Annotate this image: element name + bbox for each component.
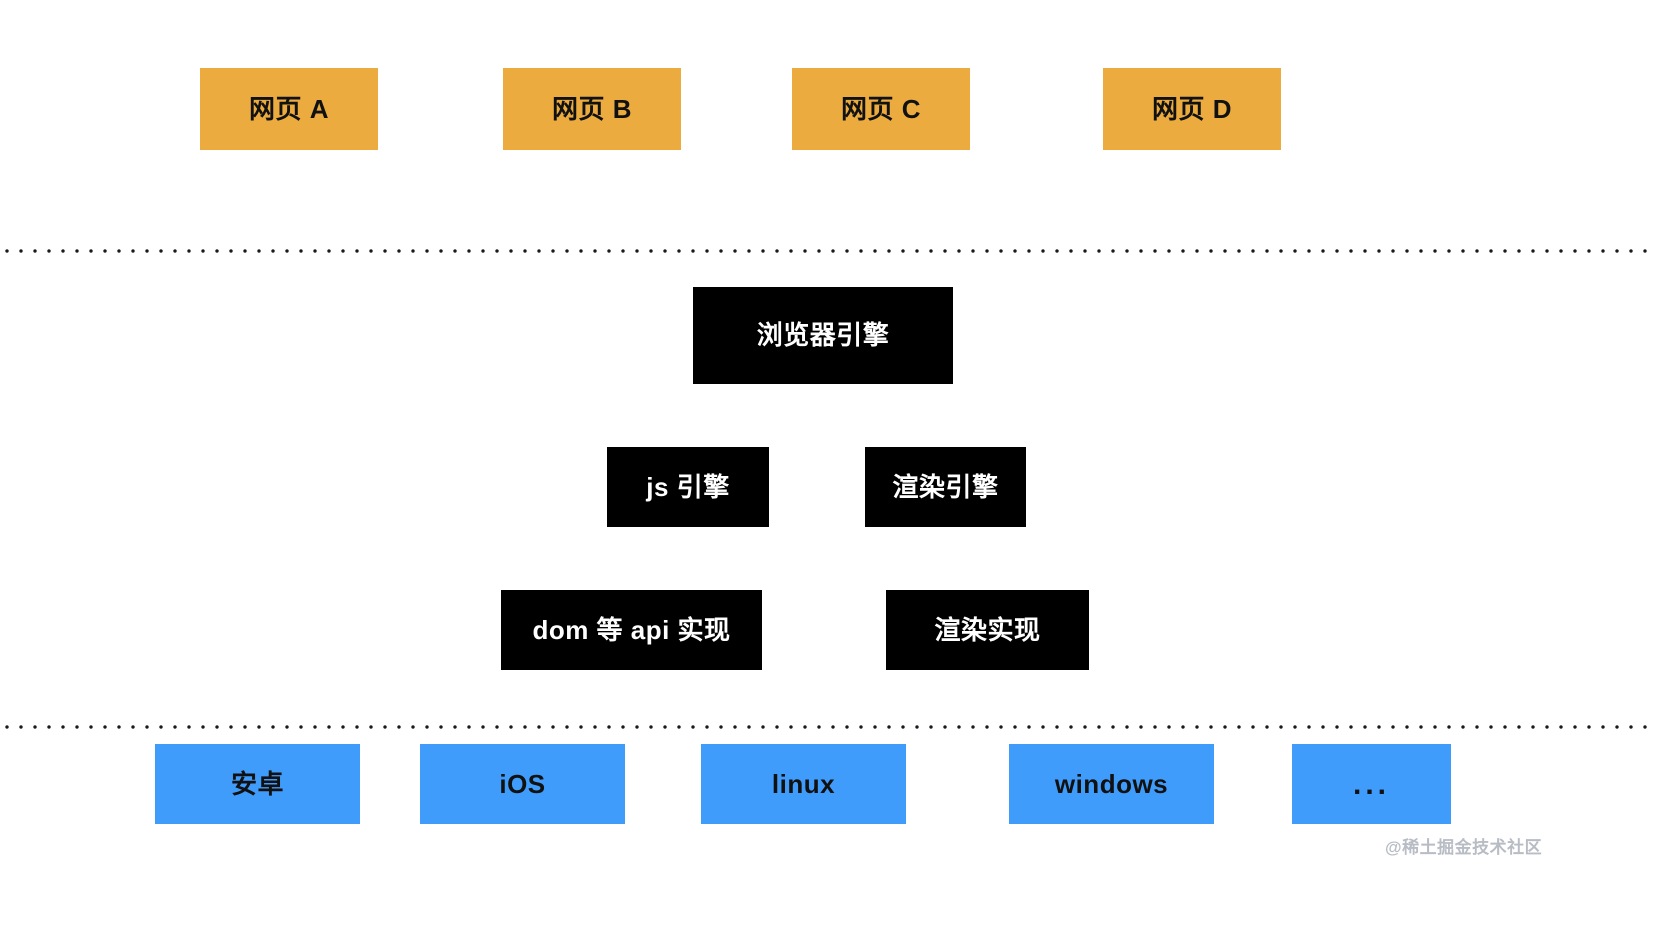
pages-engine-divider	[0, 249, 1656, 253]
render-engine-node[interactable]: 渲染引擎	[865, 447, 1026, 527]
page-node-b[interactable]: 网页 B	[503, 68, 681, 150]
os-node-windows[interactable]: windows	[1009, 744, 1214, 824]
os-node-linux[interactable]: linux	[701, 744, 906, 824]
page-node-a[interactable]: 网页 A	[200, 68, 378, 150]
js-engine-node[interactable]: js 引擎	[607, 447, 769, 527]
render-impl-node[interactable]: 渲染实现	[886, 590, 1089, 670]
page-node-c[interactable]: 网页 C	[792, 68, 970, 150]
os-node-ios[interactable]: iOS	[420, 744, 625, 824]
page-node-d[interactable]: 网页 D	[1103, 68, 1281, 150]
os-node-more[interactable]: ...	[1292, 744, 1451, 824]
dom-api-impl-node[interactable]: dom 等 api 实现	[501, 590, 762, 670]
watermark: @稀土掘金技术社区	[1385, 838, 1543, 857]
os-node-android[interactable]: 安卓	[155, 744, 360, 824]
browser-engine-node[interactable]: 浏览器引擎	[693, 287, 953, 384]
engine-os-divider	[0, 725, 1656, 729]
